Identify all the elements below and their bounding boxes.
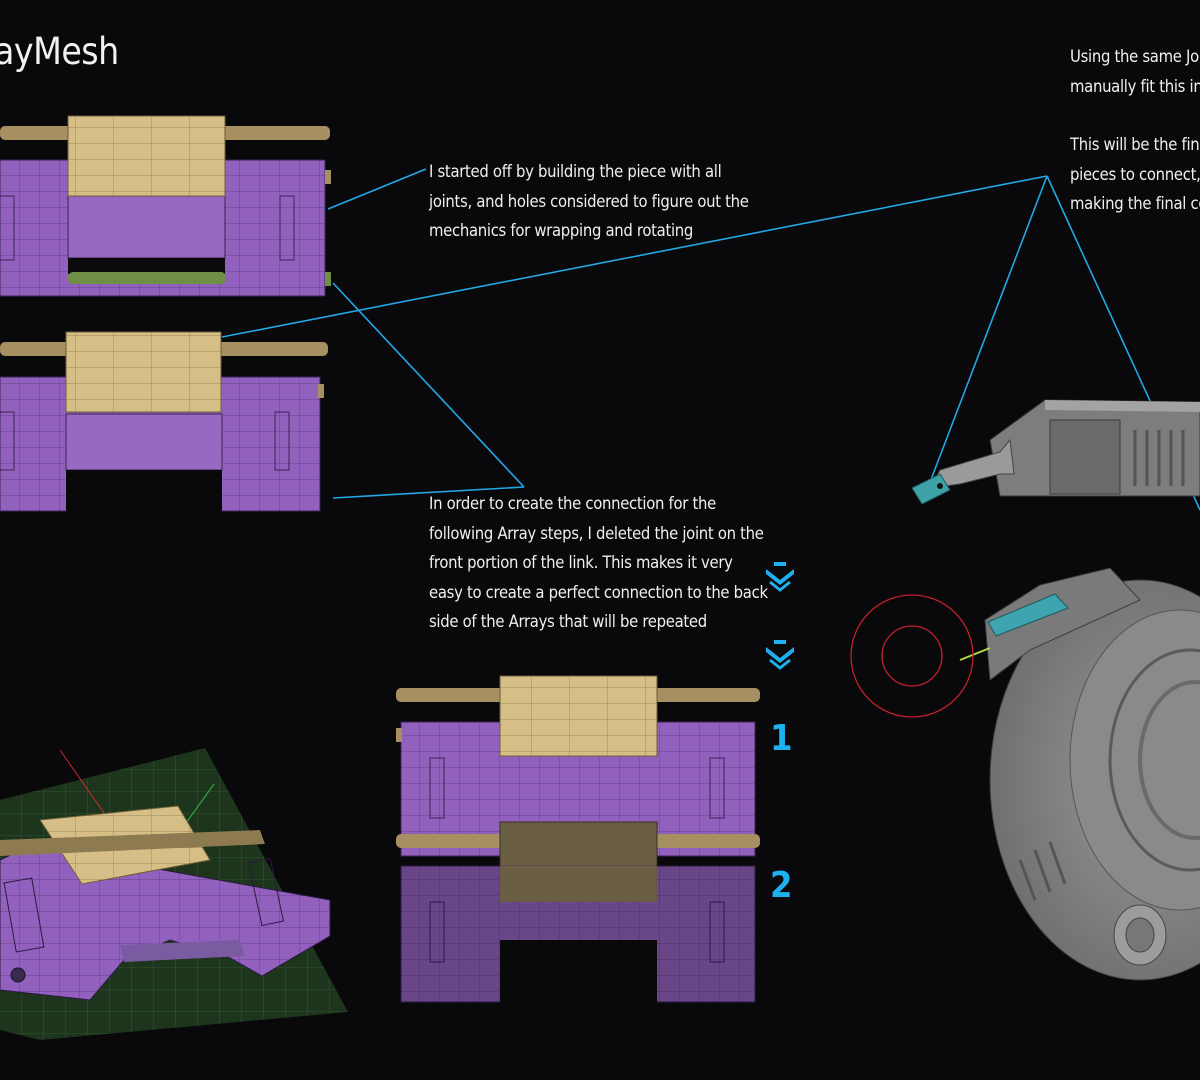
- intro-note-line: joints, and holes considered to figure o…: [429, 191, 749, 211]
- right-top-note: Using the same Join manually fit this in…: [1070, 42, 1200, 101]
- connection-note: In order to create the connection for th…: [429, 489, 768, 637]
- chevron-down-icon: [766, 640, 794, 670]
- array-step-2: [400, 865, 756, 1004]
- intro-note-line: mechanics for wrapping and rotating: [429, 221, 694, 240]
- connection-note-line: easy to create a perfect connection to t…: [429, 582, 768, 602]
- connection-note-line: front portion of the link. This makes it…: [429, 553, 733, 572]
- brush-cursor: [850, 594, 974, 718]
- right-final-note-line: making the final con: [1070, 194, 1200, 213]
- array-step-1: [396, 675, 760, 903]
- right-final-note-line: pieces to connect, a: [1070, 164, 1200, 184]
- right-top-note-line: Using the same Join: [1070, 47, 1200, 66]
- link-joint-removed: [0, 331, 328, 514]
- hub-model: [959, 567, 1200, 981]
- step-number-1: 1: [770, 718, 793, 759]
- chevron-down-icon: [766, 562, 794, 592]
- link-full-joints: [0, 115, 331, 297]
- step-number-2: 2: [770, 865, 793, 906]
- perspective-view: [0, 748, 348, 1040]
- right-final-note: This will be the fina pieces to connect,…: [1070, 130, 1200, 219]
- page-title: ayMesh: [0, 30, 119, 73]
- connection-note-line: In order to create the connection for th…: [429, 494, 716, 513]
- callout-lines: [221, 168, 1200, 511]
- tread-segment-model: [911, 399, 1200, 505]
- intro-note: I started off by building the piece with…: [429, 157, 749, 246]
- intro-note-line: I started off by building the piece with…: [429, 162, 722, 181]
- connection-note-line: side of the Arrays that will be repeated: [429, 612, 707, 631]
- connection-note-line: following Array steps, I deleted the joi…: [429, 523, 764, 543]
- right-final-note-line: This will be the fina: [1070, 135, 1200, 154]
